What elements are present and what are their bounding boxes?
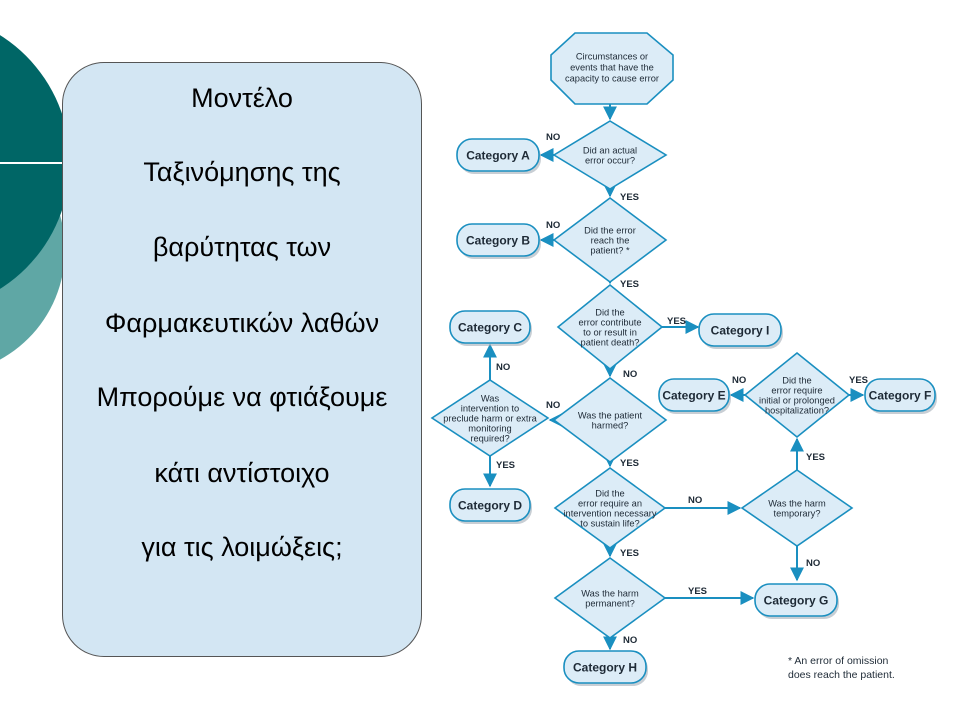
no-label: NO (806, 558, 820, 569)
category-a-box: Category A (456, 138, 541, 174)
slide-line: Ταξινόμησης της (143, 157, 341, 187)
yes-label: YES (688, 586, 707, 597)
category-e-box: Category E (658, 378, 731, 414)
no-label: NO (623, 635, 637, 646)
no-label: NO (546, 400, 560, 411)
category-rect (754, 583, 838, 617)
slide-line: Μπορούμε να φτιάξουμε (96, 382, 388, 412)
category-label: Category E (662, 389, 725, 403)
category-rect (449, 310, 531, 344)
decision-diamond (743, 351, 851, 439)
category-d-box: Category D (449, 488, 532, 524)
decision-diamond (552, 120, 668, 190)
no-label: NO (546, 132, 560, 143)
yes-label: YES (620, 192, 639, 203)
category-label: Category C (458, 321, 522, 335)
yes-label: YES (806, 452, 825, 463)
background-decoration (0, 35, 120, 360)
yes-label: YES (620, 279, 639, 290)
decision-diamond (430, 379, 550, 457)
decision-diamond (552, 377, 668, 463)
category-g-box: Category G (754, 583, 839, 619)
category-rect (456, 223, 540, 257)
yes-label: YES (620, 458, 639, 469)
decision-diamond (553, 557, 667, 639)
category-label: Category G (764, 594, 829, 608)
category-f-box: Category F (864, 378, 937, 414)
decision-diamond (552, 197, 668, 283)
yes-label: YES (620, 548, 639, 559)
no-label: NO (546, 220, 560, 231)
slide-title: Μοντέλο (191, 83, 293, 113)
category-rect (456, 138, 540, 172)
category-b-box: Category B (456, 223, 541, 259)
no-label: NO (496, 362, 510, 373)
category-label: Category B (466, 234, 530, 248)
category-label: Category D (458, 499, 522, 513)
yes-label: YES (496, 460, 515, 471)
yes-label: YES (667, 316, 686, 327)
category-rect (864, 378, 936, 412)
category-rect (698, 313, 782, 347)
category-label: Category H (573, 661, 637, 675)
decision-diamond (556, 283, 664, 371)
slide-text-box: Μοντέλο Ταξινόμησης της βαρύτητας των Φα… (62, 62, 422, 657)
no-label: NO (732, 375, 746, 386)
no-label: NO (688, 495, 702, 506)
category-i-box: Category I (698, 313, 783, 349)
category-rect (563, 650, 647, 684)
category-label: Category A (466, 149, 530, 163)
start-octagon (550, 32, 674, 105)
category-rect (658, 378, 730, 412)
category-h-box: Category H (563, 650, 648, 686)
decision-diamond (553, 467, 667, 549)
decision-diamond (740, 469, 854, 547)
slide-line: βαρύτητας των (152, 232, 332, 262)
category-rect (449, 488, 531, 522)
no-label: NO (623, 369, 637, 380)
category-c-box: Category C (449, 310, 532, 346)
category-label: Category F (869, 389, 932, 403)
slide-line: Φαρμακευτικών λαθών (104, 308, 380, 338)
slide-line: για τις λοιμώξεις; (141, 532, 343, 562)
yes-label: YES (849, 375, 868, 386)
category-label: Category I (711, 324, 770, 338)
slide-line: κάτι αντίστοιχο (154, 458, 330, 488)
